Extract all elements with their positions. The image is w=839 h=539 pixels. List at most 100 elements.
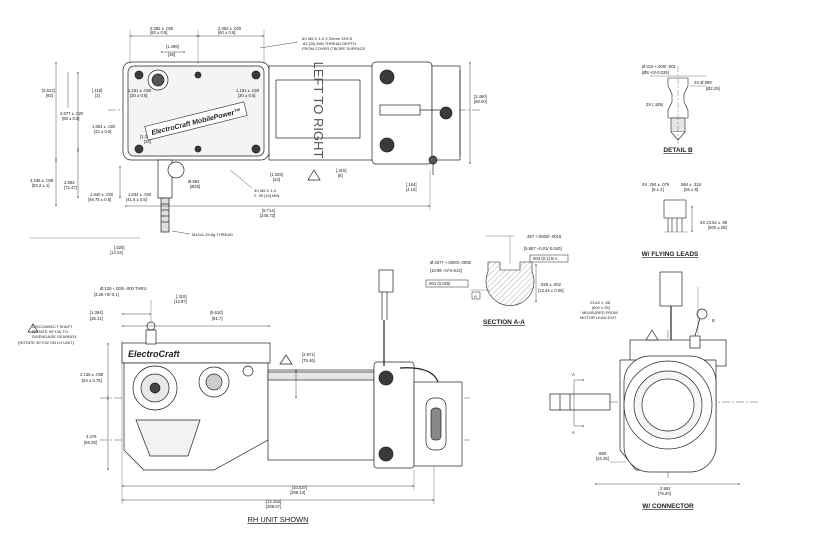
- side-dim-6: 3.476: [86, 434, 97, 439]
- side-hole-dim-metric: [3.28 +0/-0.1]: [94, 292, 119, 297]
- flying-leads-dim-1: 4X .254 ± .079: [642, 182, 670, 187]
- detail-b-dim-2: 2X Ø.090: [694, 80, 712, 85]
- side-view-caption: RH UNIT SHOWN: [247, 515, 308, 524]
- dim-top-13-metric: [46.75 ± 0.5]: [88, 197, 111, 202]
- dim-top-6-metric: [30 ± 0.5]: [130, 93, 147, 98]
- dim-top-5-metric: [3]: [95, 93, 100, 98]
- connector-dim-2: 2.992: [660, 486, 671, 491]
- dim-top-16-metric: [34]: [273, 177, 280, 182]
- dim-top-7-metric: [30 ± 0.5]: [238, 93, 255, 98]
- detail-b-dim-1-metric: [Ø8 +0/-0.025]: [642, 70, 669, 75]
- section-dim-3: .529 ± .002: [540, 282, 562, 287]
- dim-top-8: 2.677 ± .020: [60, 111, 84, 116]
- side-dim-5: [2.971]: [302, 352, 315, 357]
- side-dim-1-metric: [12.87]: [174, 299, 187, 304]
- dim-top-19-metric: [4.16]: [406, 187, 416, 192]
- detail-b-labels: Ø.315 +.000/-.001 [Ø8 +0/-0.025] 2X Ø.09…: [642, 64, 720, 154]
- dim-top-18-metric: [88.00]: [474, 99, 487, 104]
- side-hole-dim: Ø.129 +.002/-.000 THRU: [100, 286, 147, 291]
- section-aa-caption: SECTION A-A: [483, 319, 525, 326]
- flying-leads-dim-3: 4X 23.62 ± .88: [700, 220, 728, 225]
- dim-top-20-metric: [246.73]: [260, 213, 275, 218]
- note-screws: 6X M6 X 1.0 X 20mm SHCS: [302, 36, 353, 41]
- note-thread-2: Σ .39 [10] MIN: [254, 193, 279, 198]
- side-dim-6-metric: [88.29]: [84, 440, 97, 445]
- section-aa-view: [425, 235, 569, 306]
- connector-tag-a-top: A: [572, 372, 575, 377]
- dim-top-21-metric: [13.34]: [110, 250, 123, 255]
- dim-top-1-metric: [60 ± 0.5]: [150, 30, 167, 35]
- detail-b-caption: DETAIL B: [663, 147, 693, 154]
- flying-leads-caption: W/ FLYING LEADS: [642, 251, 699, 258]
- side-dim-3: [5.610]: [210, 310, 223, 315]
- side-view: [27, 269, 470, 504]
- dim-top-4: [3.622]: [42, 88, 55, 93]
- dim-top-15-metric: [Ø25]: [190, 184, 200, 189]
- dim-top-16: [1.339]: [270, 172, 283, 177]
- warning-line-2: ROTATE 90°CW TO: [32, 329, 68, 334]
- dim-top-14-metric: [41.5 ± 0.5]: [126, 197, 147, 202]
- dim-top-8-metric: [68 ± 0.5]: [62, 116, 79, 121]
- dim-top-10-metric: [34]: [144, 139, 151, 144]
- dim-top-9: 1.654 ± .020: [92, 124, 116, 129]
- dim-top-3-metric: [38]: [168, 52, 175, 57]
- side-dim-7: [10.537]: [292, 485, 307, 490]
- detail-b-view: [650, 66, 706, 146]
- flying-leads-view: [663, 199, 693, 233]
- side-dim-3-metric: [81.7]: [212, 316, 222, 321]
- connector-lead-2: [600 ± 25]: [592, 305, 610, 310]
- flying-leads-dim-3-metric: [600 ± 25]: [708, 225, 727, 230]
- connector-view-caption: W/ CONNECTOR: [642, 503, 694, 510]
- dim-top-17-metric: [8]: [338, 173, 343, 178]
- warning-line-1: DISCONNECT SHAFT: [32, 324, 73, 329]
- section-datum-tag: A: [474, 294, 477, 299]
- dim-top-5: [.118]: [92, 88, 102, 93]
- dim-top-7: 1.181 ± .020: [236, 88, 260, 93]
- side-dim-7-metric: [268.13]: [290, 490, 305, 495]
- detail-b-dim-3: 2X (.185): [646, 102, 664, 107]
- section-dim-2: Ø.4677 +.0000/-.0005: [430, 260, 472, 265]
- side-brand-text: ElectroCraft: [128, 349, 181, 359]
- dim-top-2: 2.362 ± .020: [218, 26, 242, 31]
- direction-label: LEFT TO RIGHT: [311, 62, 326, 159]
- dim-top-12: 2.863: [64, 180, 75, 185]
- side-view-labels: Ø.129 +.002/-.000 THRU [3.28 +0/-0.1] [.…: [18, 286, 315, 524]
- side-dim-4-metric: [54 ± 0.75]: [82, 378, 102, 383]
- dim-top-3: [1.496]: [166, 44, 179, 49]
- connector-dim-1-metric: [22.35]: [596, 456, 609, 461]
- dim-top-1: 2.382 ± .020: [150, 26, 174, 31]
- dim-top-4-metric: [92]: [46, 93, 53, 98]
- note-thread-1: 3X M6 X 1.0: [254, 188, 277, 193]
- dim-top-10: [1.339]: [140, 134, 153, 139]
- dim-top-11: 3.236 ± .039: [30, 178, 54, 183]
- dim-top-2-metric: [60 ± 0.5]: [218, 30, 235, 35]
- side-dim-8: [12.152]: [266, 499, 281, 504]
- dim-top-9-metric: [42 ± 0.5]: [94, 129, 111, 134]
- section-aa-labels: .357 +.0004/-.0016 [5.987 +0.01/-0.040] …: [428, 234, 564, 326]
- detail-b-dim-2-metric: [Ø2.29]: [706, 86, 720, 91]
- section-dim-1-metric: [5.987 +0.01/-0.040]: [524, 246, 562, 251]
- section-dim-2-metric: [10.96 +0/-0.013]: [430, 268, 462, 273]
- connector-tag-a-bottom: A: [572, 430, 575, 435]
- flying-leads-dim-2: .984 ± .315: [680, 182, 702, 187]
- connector-tag-b: B: [712, 318, 715, 323]
- dim-top-19: [.164]: [406, 182, 416, 187]
- flying-leads-dim-2-metric: [25 ± 8]: [684, 187, 698, 192]
- dim-top-14: 1.634 ± .020: [128, 192, 152, 197]
- note-thread-3: M10x1.25-6g THREAD: [192, 232, 233, 237]
- connector-lead-1: 23.62 ± .88: [590, 300, 611, 305]
- section-tolerance-2: .001 (0.025): [428, 281, 451, 286]
- connector-dim-2-metric: [76.20]: [658, 491, 671, 496]
- dim-top-15: Ø.984: [188, 179, 200, 184]
- note-depth: .81 [20] MIN THREAD DEPTH: [302, 41, 356, 46]
- section-dim-3-metric: [13.44 ± 0.05]: [538, 288, 564, 293]
- connector-lead-4: MOTOR LEAD EXIT: [580, 315, 617, 320]
- section-dim-1: .357 +.0004/-.0016: [526, 234, 562, 239]
- side-dim-8-metric: [308.67]: [266, 504, 281, 509]
- side-dim-4: 2.136 ± .039: [80, 372, 104, 377]
- connector-view-labels: 23.62 ± .88 [600 ± 25] MEASURED FROM MOT…: [572, 300, 715, 510]
- warning-line-3: DISENGAGE GEARBOX: [32, 334, 77, 339]
- dim-top-12-metric: [72.47]: [64, 185, 77, 190]
- note-from: FROM COVER C'BORE SURFACE: [302, 46, 366, 51]
- top-view: [30, 30, 480, 239]
